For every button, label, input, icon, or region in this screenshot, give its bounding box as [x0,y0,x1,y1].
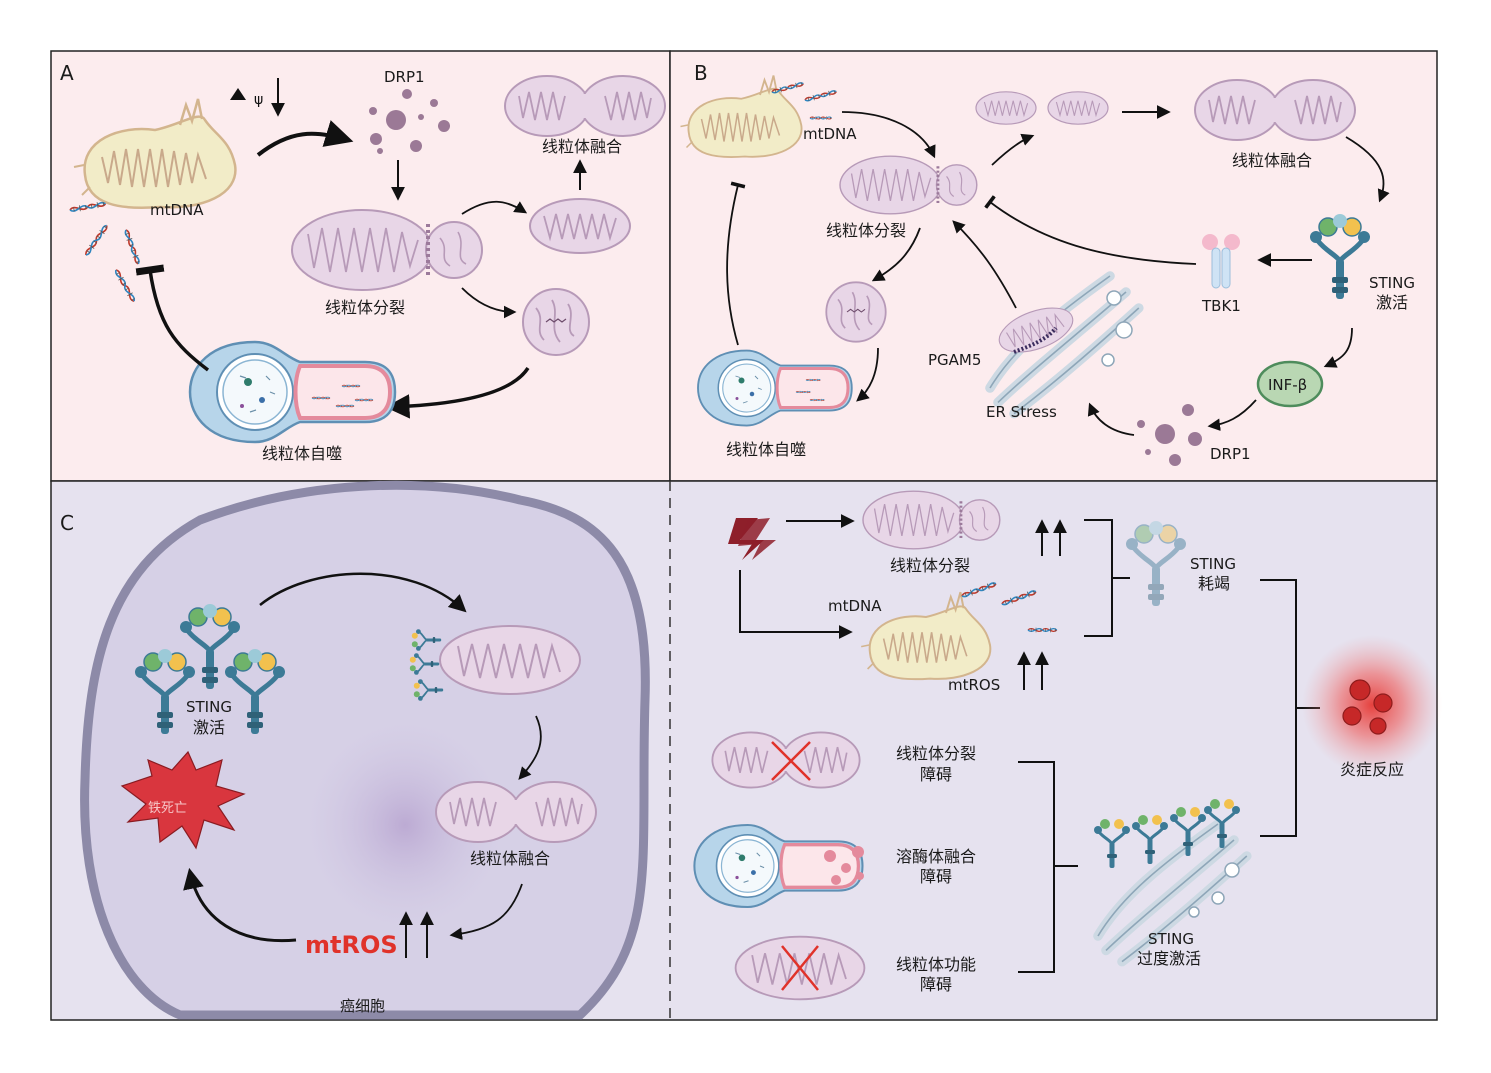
arrow-fission-to-round-b [871,227,921,282]
mtros-small-label-c: mtROS [948,676,1000,694]
arrow-fission-to-fragments-b [991,133,1035,166]
daughter-mitochondrion-a [529,198,631,254]
lyso-impair-label-1: 溶酶体融合 [896,847,976,866]
inflammation-cells [1342,679,1393,735]
panel-b-letter: B [694,61,708,85]
mtros-up-arrows-small-c [1017,651,1049,690]
arrow-round-to-mitophagy [385,366,530,419]
sting-label-c: STING [186,698,232,716]
lyso-impair-label-2: 障碍 [920,867,952,886]
er-vesicles-b [1101,290,1133,367]
mtdna-label-b: mtDNA [803,125,857,143]
svg-text:ψ: ψ [254,92,263,108]
inhibit-tbk1-to-fission [984,195,1197,265]
fission-up-arrows-c [1035,519,1067,556]
potential-drop-icon: ψ [230,78,285,117]
arrow-er-to-fission [952,220,1017,309]
lysosome-debris [824,846,864,885]
inf-beta-node [1256,360,1324,408]
stress-bolt-2 [738,518,776,560]
arrow-drp1-to-er [1087,402,1135,436]
arrow-round-to-mitophagy-b [856,347,879,402]
sting-exhaust-label-1: STING [1190,555,1236,573]
tbk1-label: TBK1 [1201,297,1241,315]
mitophagy-label-b: 线粒体自噬 [726,440,806,459]
inflammation-label: 炎症反应 [1340,760,1404,779]
sting-label-b: STING [1369,274,1415,292]
arrow-mtdna-to-fission-b [841,111,936,159]
func-impair-label-1: 线粒体功能 [896,955,976,974]
mito-with-sting-c [439,625,581,695]
func-impair-label-2: 障碍 [920,975,952,994]
drp1-particles-b [1137,404,1202,466]
arrow-fission-to-daughter [461,200,528,215]
fission-label-b: 线粒体分裂 [826,221,906,240]
sting-active-label-c: 激活 [193,718,225,737]
stress-bolt-1 [728,518,764,560]
fragment-mito-b2 [1047,91,1109,125]
arrow-stress-to-mtdna [739,570,853,639]
fission-impair-label-1: 线粒体分裂 [896,744,976,763]
mtdna-label-c: mtDNA [828,597,882,615]
pgam5-marker [1013,326,1058,354]
arrow-fission-to-round [461,287,517,319]
inflammation-glow [1302,635,1442,775]
fragment-mito-b1 [975,91,1037,125]
fusion-label-c: 线粒体融合 [470,849,550,868]
fusion-label-b: 线粒体融合 [1232,151,1312,170]
arrow-a-to-drp1 [256,120,354,157]
fission-impair-label-2: 障碍 [920,765,952,784]
er-stress-label: ER Stress [986,403,1057,421]
inhibit-mitophagy-to-mtdna [135,264,210,372]
drp1-particles-a [369,89,450,154]
arrow-sting-to-mito-c [259,572,467,613]
drp1-label-b: DRP1 [1210,445,1251,463]
fission-label-a: 线粒体分裂 [325,298,405,317]
mtdna-label-a: mtDNA [150,201,204,219]
arrow-sting-to-inf [1323,327,1353,368]
sting-active-label-b: 激活 [1376,293,1408,312]
ferroptosis-label: 铁死亡 [148,801,187,816]
panel-c-letter: C [60,511,74,535]
dividing-mitochondrion-b [838,154,979,216]
ros-cloud [305,720,505,930]
arrow-fusion-to-sting-b [1345,136,1390,203]
ferroptosis-star [120,750,246,850]
damaged-daughter-mitochondrion-b [825,281,887,343]
sting-over-label-1: STING [1148,930,1194,948]
dividing-mitochondrion-c [861,489,1002,551]
fission-label-c: 线粒体分裂 [890,556,970,575]
mtros-up-arrows-c [399,911,434,958]
drp1-label-a: DRP1 [384,68,425,86]
impaired-fission-cross-icon [771,741,811,781]
cancer-cell-label: 癌细胞 [340,997,385,1015]
inhibit-mitophagy-to-mtdna-b [726,181,746,346]
sting-exhaust-label-2: 耗竭 [1198,574,1230,593]
pgam5-label: PGAM5 [928,351,981,369]
mitophagy-label-a: 线粒体自噬 [262,444,342,463]
mtros-label-c: mtROS [305,931,398,959]
dividing-mitochondrion-a [290,208,484,292]
impaired-function-cross-icon [781,945,819,991]
damaged-daughter-mitochondrion-a [522,288,590,356]
inf-beta-label: INF-β [1268,376,1307,394]
panel-a-letter: A [60,61,74,85]
arrow-fusion-to-mtros [449,883,523,940]
fusion-label-a: 线粒体融合 [542,137,622,156]
tbk1-icon [1202,234,1240,289]
sting-over-label-2: 过度激活 [1137,949,1201,968]
arrow-inf-to-drp1 [1207,399,1257,431]
arrow-mito-to-fusion-c [518,715,542,780]
er-vesicles-c [1188,862,1240,918]
arrow-mtros-to-ferroptosis [183,867,297,943]
